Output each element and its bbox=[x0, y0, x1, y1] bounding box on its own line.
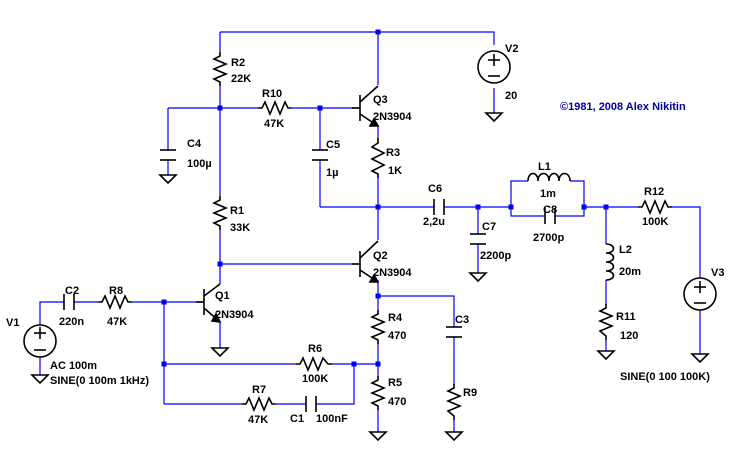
q1-value: 2N3904 bbox=[215, 309, 254, 321]
c1-value: 100nF bbox=[316, 413, 348, 425]
junctions bbox=[161, 29, 609, 367]
transistor-q1 bbox=[196, 283, 222, 323]
ground-icon bbox=[368, 431, 388, 442]
r12-value: 100K bbox=[642, 216, 668, 228]
q2-value: 2N3904 bbox=[373, 267, 412, 279]
r11-name: R11 bbox=[616, 311, 636, 323]
ground-icon bbox=[30, 374, 50, 385]
ground-icon bbox=[158, 174, 178, 185]
l2-name: L2 bbox=[619, 244, 632, 256]
inductor-l1 bbox=[527, 172, 571, 182]
resistor-r2 bbox=[211, 52, 229, 86]
r7-name: R7 bbox=[252, 384, 266, 396]
r3-value: 1K bbox=[388, 165, 402, 177]
c7-value: 2200p bbox=[480, 250, 511, 262]
q2-name: Q2 bbox=[373, 250, 388, 262]
v3-name: V3 bbox=[711, 267, 724, 279]
ground-icon bbox=[468, 272, 488, 283]
r8-name: R8 bbox=[109, 285, 123, 297]
labels: ©1981, 2008 Alex Nikitin R2 22K R10 47K … bbox=[6, 43, 724, 426]
q3-name: Q3 bbox=[373, 94, 388, 106]
wires bbox=[39, 31, 701, 432]
v2-name: V2 bbox=[505, 43, 518, 55]
r10-value: 47K bbox=[264, 118, 284, 130]
source-v1 bbox=[23, 324, 57, 358]
r6-name: R6 bbox=[308, 343, 322, 355]
resistor-r4 bbox=[369, 310, 387, 344]
capacitor-c4 bbox=[160, 149, 176, 161]
c5-value: 1µ bbox=[326, 167, 338, 179]
r9-name: R9 bbox=[463, 387, 477, 399]
v3-spec: SINE(0 100 100K) bbox=[620, 371, 710, 383]
capacitor-c6 bbox=[433, 199, 445, 215]
resistor-r1 bbox=[211, 196, 229, 230]
r7-value: 47K bbox=[248, 414, 268, 426]
resistor-r10 bbox=[258, 99, 292, 117]
resistor-r7 bbox=[242, 395, 276, 413]
r6-value: 100K bbox=[302, 373, 328, 385]
c4-value: 100µ bbox=[187, 158, 212, 170]
ground-icon bbox=[690, 353, 710, 364]
resistor-r12 bbox=[638, 198, 672, 216]
r2-value: 22K bbox=[231, 73, 251, 85]
capacitor-c7 bbox=[470, 233, 486, 245]
r1-value: 33K bbox=[230, 222, 250, 234]
c3-name: C3 bbox=[455, 314, 469, 326]
c7-name: C7 bbox=[482, 221, 496, 233]
ground-icon bbox=[596, 350, 616, 361]
r4-value: 470 bbox=[388, 330, 406, 342]
r3-name: R3 bbox=[386, 147, 400, 159]
capacitor-c8 bbox=[544, 208, 556, 224]
resistor-r11 bbox=[597, 304, 615, 340]
r11-value: 120 bbox=[620, 330, 638, 342]
q3-value: 2N3904 bbox=[373, 111, 412, 123]
resistor-r3 bbox=[370, 138, 386, 178]
ground-icon bbox=[210, 347, 230, 358]
capacitor-c1 bbox=[305, 396, 317, 412]
c8-name: C8 bbox=[543, 204, 557, 216]
l1-value: 1m bbox=[540, 188, 556, 200]
c6-name: C6 bbox=[428, 183, 442, 195]
capacitor-c2 bbox=[63, 294, 75, 310]
v1-name: V1 bbox=[6, 317, 19, 329]
ground-icon bbox=[484, 112, 504, 123]
r8-value: 47K bbox=[107, 316, 127, 328]
r2-name: R2 bbox=[231, 57, 245, 69]
c1-name: C1 bbox=[290, 413, 304, 425]
c2-name: C2 bbox=[65, 285, 79, 297]
resistor-r8 bbox=[98, 293, 132, 311]
transistor-q2 bbox=[352, 240, 380, 283]
c4-name: C4 bbox=[187, 138, 202, 150]
capacitor-c5 bbox=[312, 149, 328, 161]
credit-text: ©1981, 2008 Alex Nikitin bbox=[560, 101, 686, 113]
r4-name: R4 bbox=[388, 312, 403, 324]
v2-value: 20 bbox=[505, 90, 517, 102]
capacitor-c3 bbox=[446, 326, 462, 338]
r1-name: R1 bbox=[230, 205, 244, 217]
r12-name: R12 bbox=[644, 186, 664, 198]
c5-name: C5 bbox=[326, 139, 340, 151]
inductor-l2 bbox=[605, 243, 615, 281]
source-v2 bbox=[477, 50, 511, 84]
resistor-r9 bbox=[445, 384, 463, 420]
source-v3 bbox=[683, 277, 717, 311]
l2-value: 20m bbox=[619, 266, 641, 278]
transistor-q3 bbox=[352, 85, 380, 127]
c6-value: 2,2u bbox=[423, 216, 445, 228]
r5-name: R5 bbox=[388, 377, 402, 389]
c8-value: 2700p bbox=[533, 232, 564, 244]
ground-icon bbox=[444, 431, 464, 442]
v1-spec: SINE(0 100m 1kHz) bbox=[50, 375, 149, 387]
l1-name: L1 bbox=[538, 161, 551, 173]
resistor-r6 bbox=[296, 355, 332, 373]
r5-value: 470 bbox=[388, 396, 406, 408]
c2-value: 220n bbox=[59, 316, 84, 328]
q1-name: Q1 bbox=[215, 290, 230, 302]
r10-name: R10 bbox=[262, 88, 282, 100]
v1-value: AC 100m bbox=[50, 360, 97, 372]
resistor-r5 bbox=[369, 376, 387, 410]
